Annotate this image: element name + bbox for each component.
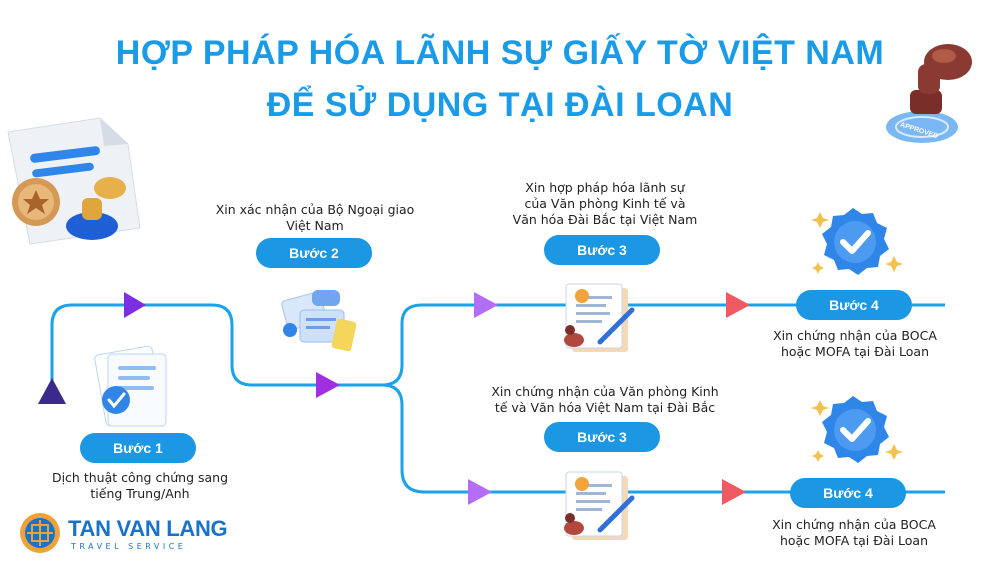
arrow-right-icon <box>468 479 492 505</box>
step4-bottom-caption-line1: Xin chứng nhận của BOCA <box>772 517 936 532</box>
arrow-right-icon <box>316 372 340 398</box>
step4-top-caption-line1: Xin chứng nhận của BOCA <box>773 328 937 343</box>
page-title-line2: ĐỂ SỬ DỤNG TẠI ĐÀI LOAN <box>266 86 734 124</box>
step3-bottom-caption-line1: Xin chứng nhận của Văn phòng Kinh <box>491 384 719 399</box>
arrow-right-icon <box>722 479 746 505</box>
step2-pill: Bước 2 <box>256 238 372 268</box>
step3-top-caption-line2: của Văn phòng Kinh tế và <box>524 196 686 211</box>
step4-bottom-caption: Xin chứng nhận của BOCA hoặc MOFA tại Đà… <box>754 517 954 549</box>
step3-bottom-caption-line2: tế và Văn hóa Việt Nam tại Đài Bắc <box>494 400 716 415</box>
step2-caption-line1: Xin xác nhận của Bộ Ngoại giao <box>215 202 415 217</box>
page-title-line1: HỢP PHÁP HÓA LÃNH SỰ GIẤY TỜ VIỆT NAM <box>115 34 885 72</box>
step4-top-pill: Bước 4 <box>796 290 912 320</box>
step3-bottom-caption: Xin chứng nhận của Văn phòng Kinh tế và … <box>470 384 740 416</box>
document-check-icon <box>564 283 635 352</box>
step1-caption-line2: tiếng Trung/Anh <box>90 486 190 501</box>
flow-line-branch <box>381 383 945 494</box>
step3-top-caption-line3: Văn hóa Đài Bắc tại Việt Nam <box>512 212 698 227</box>
start-triangle-icon <box>38 378 66 404</box>
stamp-icon <box>66 177 126 240</box>
step2-caption: Xin xác nhận của Bộ Ngoại giao Việt Nam <box>200 202 430 234</box>
step4-bottom-pill: Bước 4 <box>790 478 906 508</box>
brand-tagline: TRAVEL SERVICE <box>71 542 187 551</box>
step1-pill: Bước 1 <box>80 433 196 463</box>
step1-caption: Dịch thuật công chứng sang tiếng Trung/A… <box>30 470 250 502</box>
step3-bottom-pill: Bước 3 <box>544 422 660 452</box>
step2-caption-line2: Việt Nam <box>286 218 344 233</box>
flow-line-main <box>50 303 945 387</box>
document-check-icon <box>564 471 635 540</box>
step4-top-caption: Xin chứng nhận của BOCA hoặc MOFA tại Đà… <box>760 328 950 360</box>
step4-top-caption-line2: hoặc MOFA tại Đài Loan <box>780 344 930 359</box>
step3-top-caption: Xin hợp pháp hóa lãnh sự của Văn phòng K… <box>490 180 720 228</box>
arrow-right-icon <box>474 292 498 318</box>
stamp-icon <box>886 44 972 143</box>
brand-logo: TAN VAN LANG TRAVEL SERVICE <box>18 510 228 556</box>
step4-bottom-caption-line2: hoặc MOFA tại Đài Loan <box>779 533 929 548</box>
documents-icon <box>94 345 167 427</box>
step3-top-pill: Bước 3 <box>544 235 660 265</box>
arrow-right-icon <box>726 292 750 318</box>
step3-top-caption-line1: Xin hợp pháp hóa lãnh sự <box>525 180 685 195</box>
verified-badge-icon <box>811 396 903 463</box>
documents-icon <box>281 290 357 352</box>
logo-icon <box>20 513 60 553</box>
brand-name: TAN VAN LANG <box>68 516 228 541</box>
arrow-right-icon <box>124 292 146 318</box>
certificate-icon <box>7 117 141 245</box>
step1-caption-line1: Dịch thuật công chứng sang <box>51 470 229 485</box>
verified-badge-icon <box>811 208 903 275</box>
